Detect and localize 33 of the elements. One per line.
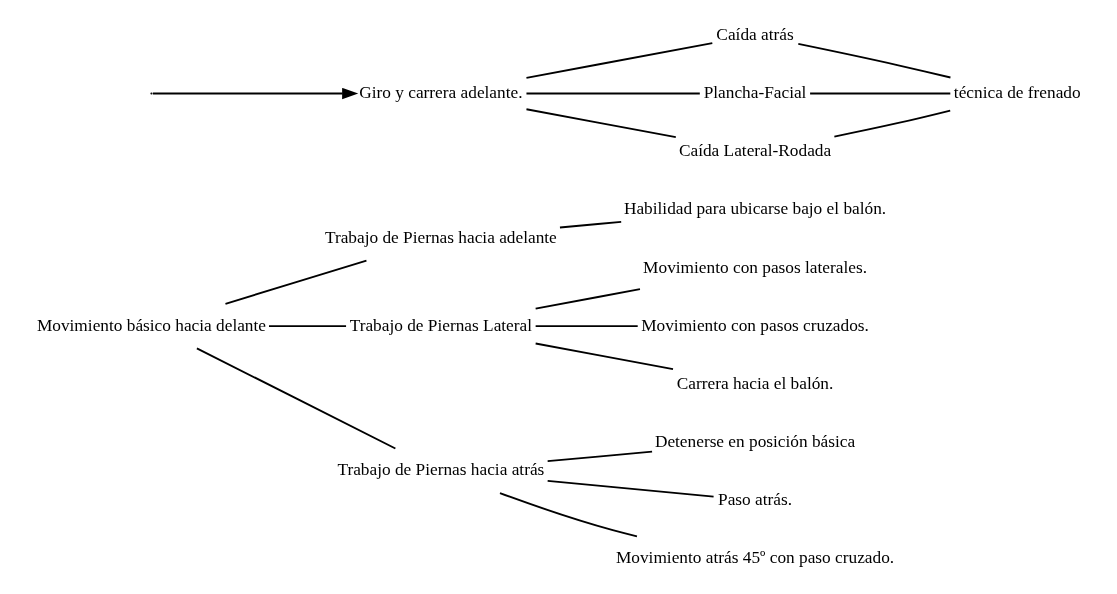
node-text: Caída atrás xyxy=(715,24,794,44)
connector xyxy=(498,492,638,538)
connector xyxy=(525,42,713,79)
connector xyxy=(267,325,347,327)
connector xyxy=(832,109,951,138)
node-text: Carrera hacia el balón. xyxy=(676,373,833,393)
connector xyxy=(534,288,641,310)
node-text: Plancha-Facial xyxy=(703,83,806,103)
node-text: técnica de frenado xyxy=(953,83,1081,103)
connector xyxy=(558,221,622,229)
node-text: Movimiento atrás 45º con paso cruzado. xyxy=(615,548,894,568)
connector xyxy=(546,479,714,498)
connector xyxy=(525,92,701,95)
node-text: Detenerse en posición básica xyxy=(654,431,855,451)
node-text: Giro y carrera adelante. xyxy=(358,83,523,103)
node-text: Caída Lateral-Rodada xyxy=(678,141,831,161)
node-text: Paso atrás. xyxy=(717,490,792,510)
connector xyxy=(546,450,653,463)
connector xyxy=(224,259,367,305)
connector xyxy=(195,347,396,450)
connector xyxy=(534,342,674,371)
node-text: Movimiento básico hacia delante xyxy=(36,315,266,335)
connector xyxy=(796,43,951,79)
node-text: Movimiento con pasos laterales. xyxy=(642,257,867,277)
connector xyxy=(525,108,677,139)
node-text: Trabajo de Piernas hacia atrás xyxy=(336,460,544,480)
arrow xyxy=(151,87,358,100)
node-text: Trabajo de Piernas hacia adelante xyxy=(324,227,557,247)
connector xyxy=(808,92,951,95)
node-text: Habilidad para ubicarse bajo el balón. xyxy=(623,199,886,219)
node-text: Trabajo de Piernas Lateral xyxy=(349,315,532,335)
node-text: Movimiento con pasos cruzados. xyxy=(640,315,869,335)
connector xyxy=(534,325,639,327)
